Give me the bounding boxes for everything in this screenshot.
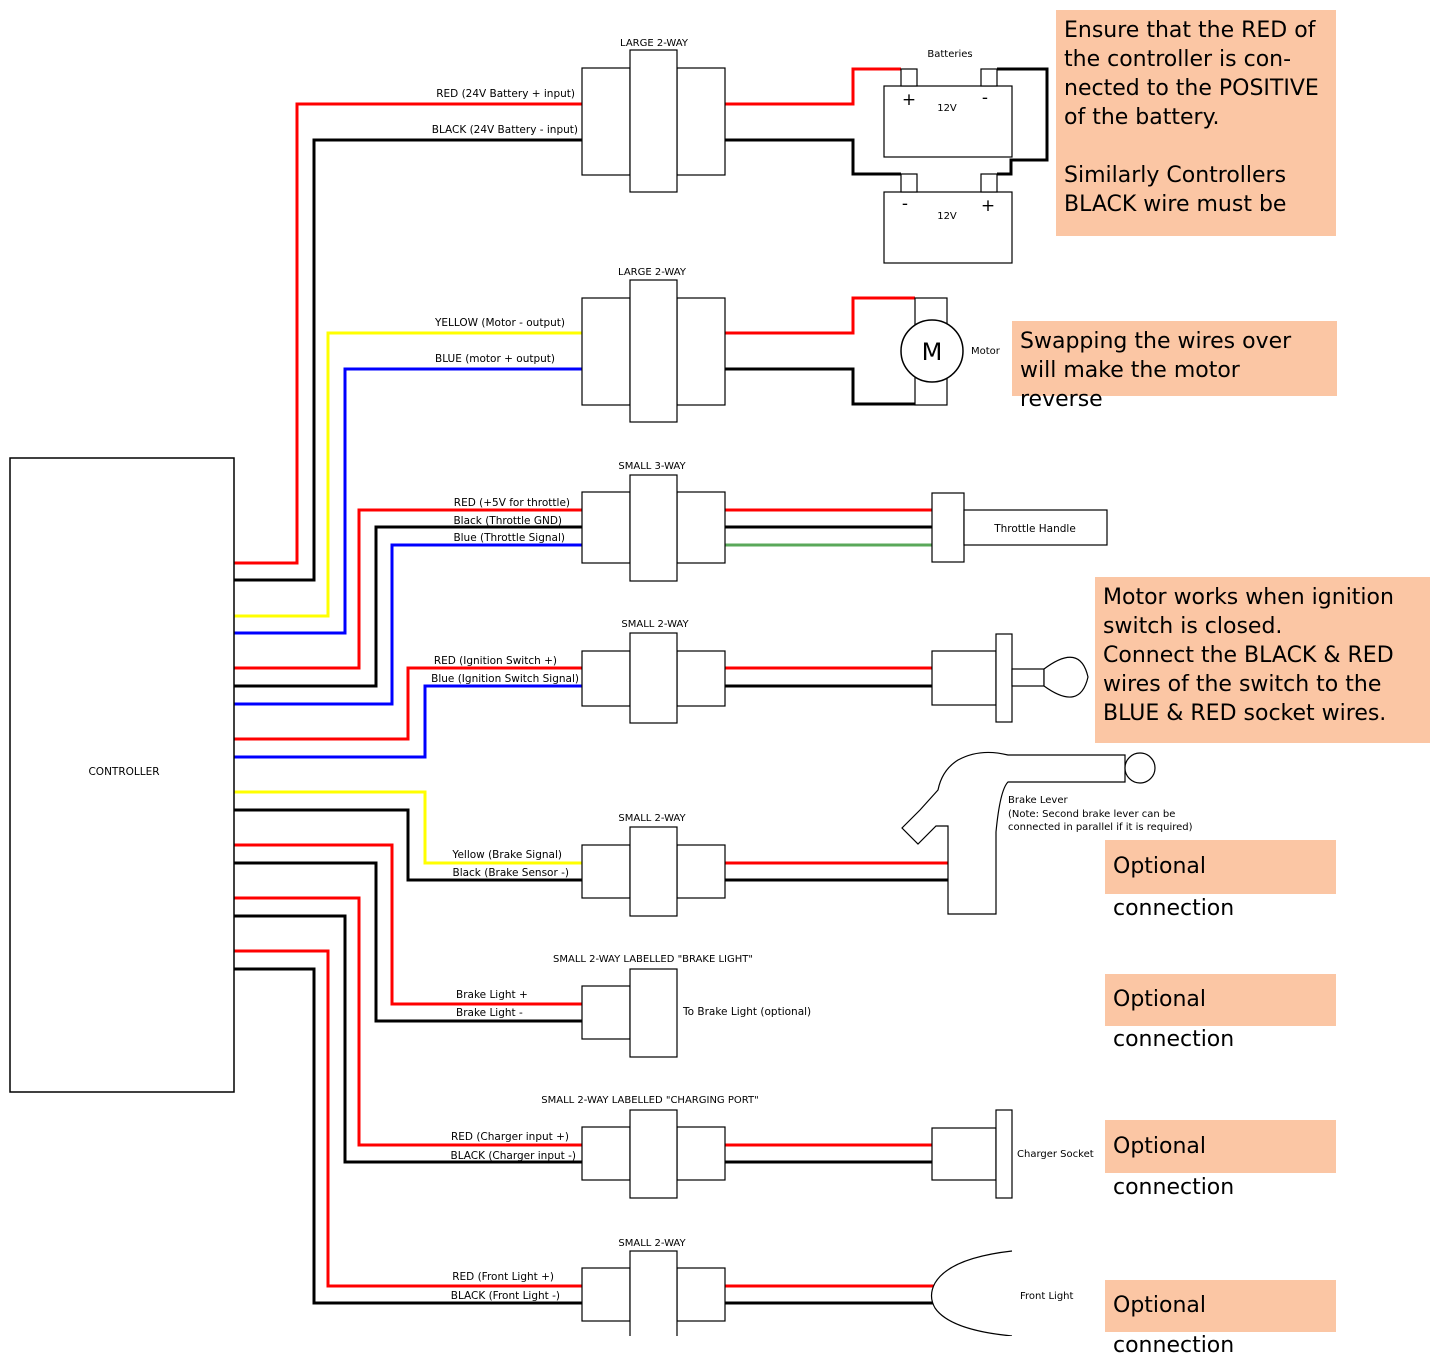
connector-motor	[581, 279, 726, 423]
front-light-label: Front Light	[1020, 1291, 1074, 1302]
wire-motor-yellow	[234, 331, 582, 618]
note-battery: Ensure that the RED of the controller is…	[1056, 10, 1336, 236]
wire-front-red	[234, 949, 582, 1288]
controller-label: CONTROLLER	[88, 766, 159, 778]
battery-bottom-plus: +	[981, 196, 995, 216]
connector-battery	[581, 49, 726, 193]
battery-top-plus: +	[902, 90, 916, 110]
wire-label-ignition-red: RED (Ignition Switch +)	[434, 655, 557, 667]
connector-title-throttle: SMALL 3-WAY	[618, 461, 686, 472]
wire-label-charger-black: BLACK (Charger input -)	[450, 1150, 576, 1162]
connector-brake-light	[581, 968, 678, 1058]
wire-bat-link	[997, 67, 1049, 176]
batteries: Batteries + - 12V - + 12V	[883, 49, 1013, 264]
batteries-label: Batteries	[927, 49, 972, 60]
front-light	[930, 1250, 1013, 1336]
connector-title-charging: SMALL 2-WAY LABELLED "CHARGING PORT"	[541, 1095, 758, 1106]
wire-motor-blue	[234, 367, 582, 635]
wire-label-front-black: BLACK (Front Light -)	[451, 1290, 560, 1302]
wire-label-motor-yellow: YELLOW (Motor - output)	[434, 317, 565, 329]
to-brake-light-label: To Brake Light (optional)	[682, 1006, 811, 1018]
motor-label: Motor	[971, 346, 1001, 357]
note-optional-front-light: Optional connection	[1105, 1280, 1336, 1358]
connector-ignition	[581, 632, 726, 724]
battery-top	[883, 68, 1013, 158]
brake-lever-label: Brake Lever	[1008, 795, 1068, 806]
wire-front-black	[234, 967, 582, 1305]
note-optional-brake: Optional connection	[1105, 840, 1336, 921]
battery-top-minus: -	[982, 88, 988, 108]
brake-lever-note-2: connected in parallel if it is required)	[1008, 822, 1193, 833]
motor-symbol: M	[922, 338, 943, 366]
battery-bottom-minus: -	[902, 194, 908, 214]
connector-brake	[581, 826, 726, 917]
battery-bottom-voltage: 12V	[937, 211, 957, 222]
wiring-diagram: CONTROLLER LARGE 2-WAY LARGE 2-WAY SMALL…	[9, 10, 1430, 1358]
wire-label-front-red: RED (Front Light +)	[452, 1271, 554, 1283]
battery-bottom	[883, 173, 1013, 264]
ignition-switch	[931, 633, 1089, 723]
throttle-handle-label: Throttle Handle	[993, 523, 1076, 535]
wire-brakelight-black	[234, 861, 582, 1023]
wire-throttle-red	[234, 508, 582, 670]
wire-brake-yellow	[234, 790, 582, 865]
connector-charging	[581, 1109, 726, 1199]
wire-label-battery-black: BLACK (24V Battery - input)	[432, 124, 578, 136]
connector-title-ignition: SMALL 2-WAY	[621, 619, 689, 630]
wire-label-battery-red: RED (24V Battery + input)	[436, 88, 575, 100]
wire-battery-red	[234, 102, 582, 565]
wire-brakelight-red	[234, 843, 582, 1006]
charger-socket	[931, 1109, 1013, 1199]
connector-title-brake: SMALL 2-WAY	[618, 813, 686, 824]
diagram-canvas: CONTROLLER LARGE 2-WAY LARGE 2-WAY SMALL…	[9, 38, 1193, 1336]
wire-ignition-blue	[234, 684, 582, 759]
motor-symbol-circle	[900, 319, 964, 383]
brake-lever-note-1: (Note: Second brake lever can be	[1008, 809, 1175, 820]
wire-throttle-blue	[234, 543, 582, 706]
wire-battery-black	[234, 138, 582, 582]
connector-title-motor: LARGE 2-WAY	[618, 267, 687, 278]
wire-label-throttle-red: RED (+5V for throttle)	[454, 497, 570, 509]
wire-brake-black	[234, 808, 582, 882]
connector-front-light	[581, 1250, 726, 1336]
wire-label-charger-red: RED (Charger input +)	[451, 1131, 569, 1143]
note-optional-brake-light: Optional connection	[1105, 974, 1336, 1052]
wire-label-throttle-black: Black (Throttle GND)	[453, 515, 562, 527]
connector-throttle	[581, 474, 726, 582]
note-motor: Swapping the wires over will make the mo…	[1012, 321, 1337, 412]
wire-motor-out-red	[725, 296, 915, 335]
throttle-handle	[931, 492, 1108, 563]
wire-charger-black	[234, 914, 582, 1164]
battery-top-voltage: 12V	[937, 103, 957, 114]
wire-label-ignition-blue: Blue (Ignition Switch Signal)	[431, 673, 579, 685]
wire-motor-out-black	[725, 367, 915, 406]
wire-bat-out-black	[725, 138, 901, 176]
wire-bat-out-red	[725, 67, 901, 106]
wire-label-motor-blue: BLUE (motor + output)	[435, 353, 555, 365]
connector-title-front-light: SMALL 2-WAY	[618, 1238, 686, 1249]
wire-label-brakelight-minus: Brake Light -	[456, 1007, 523, 1019]
connector-title-brake-light: SMALL 2-WAY LABELLED "BRAKE LIGHT"	[553, 954, 753, 965]
charger-socket-label: Charger Socket	[1017, 1149, 1094, 1160]
note-optional-charger: Optional connection	[1105, 1120, 1336, 1200]
brake-lever	[901, 751, 1156, 915]
wire-ignition-red	[234, 666, 582, 741]
controller-box	[9, 457, 235, 1093]
wire-throttle-black	[234, 525, 582, 688]
wire-label-brake-yellow: Yellow (Brake Signal)	[451, 849, 562, 861]
wire-charger-red	[234, 896, 582, 1147]
wire-label-brakelight-plus: Brake Light +	[456, 989, 528, 1001]
motor: M Motor	[900, 297, 1001, 406]
wire-label-throttle-blue: Blue (Throttle Signal)	[453, 532, 565, 544]
note-ignition: Motor works when ignition switch is clos…	[1095, 577, 1430, 743]
wire-label-brake-black: Black (Brake Sensor -)	[452, 867, 569, 879]
connector-title-battery: LARGE 2-WAY	[620, 38, 689, 49]
